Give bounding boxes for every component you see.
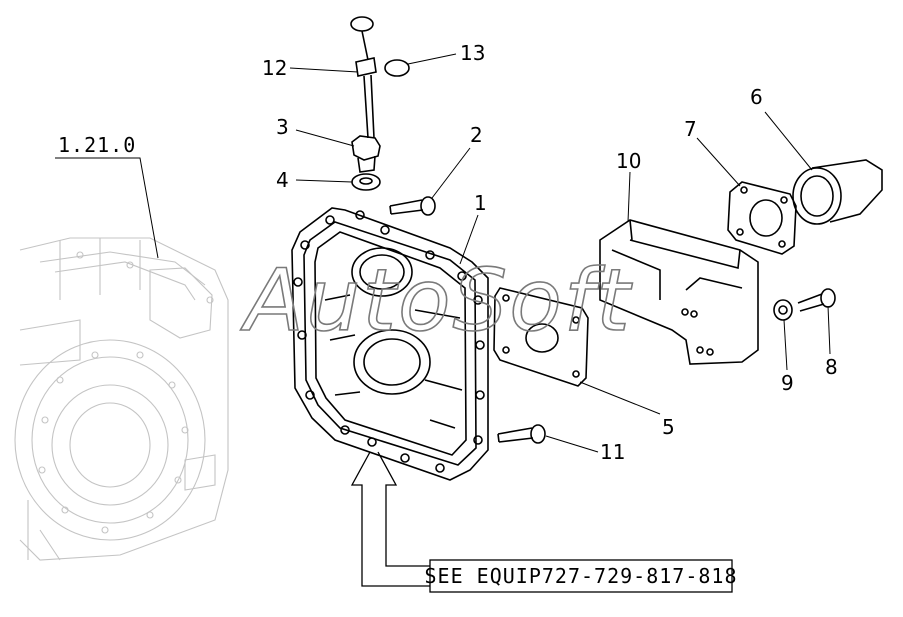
part-13-o-ring bbox=[384, 59, 410, 77]
leader-1 bbox=[459, 214, 479, 265]
leader-5 bbox=[579, 381, 661, 415]
callout-6: 6 bbox=[750, 85, 763, 109]
part-12-dipstick bbox=[350, 16, 377, 139]
leader-2 bbox=[431, 147, 471, 199]
leader-13 bbox=[407, 53, 457, 65]
part-3-plug bbox=[351, 135, 381, 173]
see-note-text: SEE EQUIP727-729-817-818 bbox=[425, 564, 738, 588]
leader-11 bbox=[545, 435, 599, 453]
callout-12: 12 bbox=[262, 56, 287, 80]
leader-4 bbox=[295, 179, 353, 183]
callout-10: 10 bbox=[616, 149, 641, 173]
callout-4: 4 bbox=[276, 168, 289, 192]
part-5-gasket bbox=[493, 287, 589, 387]
callout-1: 1 bbox=[474, 191, 487, 215]
part-1-cover-plate bbox=[291, 207, 489, 481]
callout-5: 5 bbox=[662, 415, 675, 439]
callout-9: 9 bbox=[781, 371, 794, 395]
leader-lines bbox=[55, 53, 831, 453]
part-9-washer bbox=[773, 299, 793, 321]
callout-2: 2 bbox=[470, 123, 483, 147]
part-10-guard bbox=[599, 219, 759, 365]
callout-13: 13 bbox=[460, 41, 485, 65]
part-6-sleeve bbox=[792, 159, 883, 225]
leader-9 bbox=[783, 319, 788, 371]
watermark: AutoSoft bbox=[240, 251, 633, 351]
see-note-box bbox=[429, 559, 733, 593]
leader-8 bbox=[827, 305, 831, 355]
leader-10 bbox=[627, 171, 631, 223]
reference-label: 1.21.0 bbox=[58, 133, 136, 157]
see-note-arrow bbox=[350, 451, 430, 587]
part-11-bolt bbox=[497, 424, 546, 444]
callout-3: 3 bbox=[276, 115, 289, 139]
part-7-flange bbox=[727, 181, 797, 255]
leader-6 bbox=[764, 111, 813, 171]
part-2-bolt bbox=[389, 196, 436, 216]
leader-3 bbox=[295, 129, 355, 147]
leader-12 bbox=[289, 67, 359, 73]
ghost-housing bbox=[14, 237, 229, 561]
leader-ref bbox=[55, 157, 159, 259]
part-8-bolt bbox=[797, 288, 836, 312]
leader-7 bbox=[696, 137, 741, 187]
callout-7: 7 bbox=[684, 117, 697, 141]
part-4-washer bbox=[351, 173, 381, 191]
callout-8: 8 bbox=[825, 355, 838, 379]
callout-11: 11 bbox=[600, 440, 625, 464]
